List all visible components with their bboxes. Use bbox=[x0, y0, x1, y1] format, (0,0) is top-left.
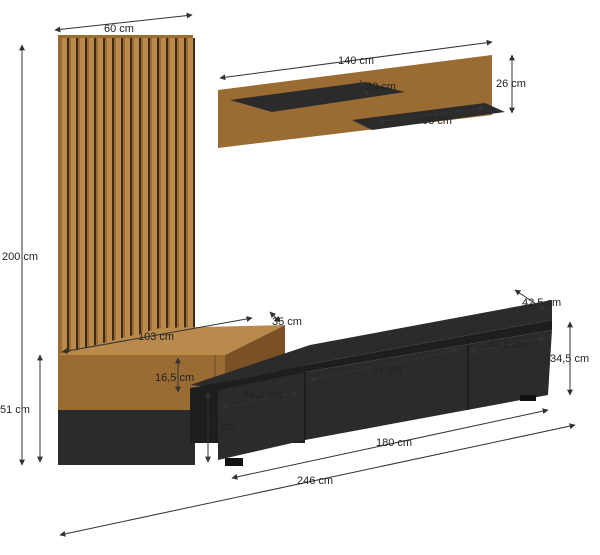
label-lowboard-depth: 42,5 cm bbox=[522, 297, 561, 309]
wood-slat bbox=[161, 38, 166, 362]
wood-slat bbox=[62, 38, 67, 362]
label-lowboard-total-height: 34,5 cm bbox=[550, 353, 589, 365]
label-panel-height: 200 cm bbox=[2, 251, 38, 263]
slat-gap bbox=[193, 38, 195, 362]
label-lowboard-right-door-width: 44,2 cm bbox=[488, 339, 527, 351]
slat-gap bbox=[184, 38, 186, 362]
slat-gap bbox=[166, 38, 168, 362]
upper-shelf bbox=[230, 82, 405, 112]
wall-shelf-board bbox=[218, 55, 505, 148]
label-total-width: 246 cm bbox=[297, 475, 333, 487]
wood-slat bbox=[170, 38, 175, 362]
slat-gap bbox=[121, 38, 123, 362]
label-cabinet-width: 103 cm bbox=[138, 331, 174, 343]
slat-gap bbox=[157, 38, 159, 362]
label-lowboard-middle-width: 91 cm bbox=[372, 364, 402, 376]
dimension-lines bbox=[19, 12, 576, 537]
wood-slat bbox=[179, 38, 184, 362]
slat-gap bbox=[112, 38, 114, 362]
label-shelf-width: 68 cm bbox=[422, 115, 452, 127]
wood-slat bbox=[125, 38, 130, 362]
wood-slat bbox=[107, 38, 112, 362]
slat-gap bbox=[94, 38, 96, 362]
slat-gap bbox=[103, 38, 105, 362]
wood-slat bbox=[188, 38, 193, 362]
slat-gap bbox=[139, 38, 141, 362]
wood-slat bbox=[116, 38, 121, 362]
label-cabinet-front-height: 16,5 cm bbox=[155, 372, 194, 384]
wood-slat bbox=[143, 38, 148, 362]
slat-gap bbox=[85, 38, 87, 362]
wood-slat bbox=[89, 38, 94, 362]
wood-slat bbox=[152, 38, 157, 362]
wood-slat bbox=[71, 38, 76, 362]
label-lowboard-height: 30 cm bbox=[206, 421, 236, 433]
label-shelf-board-height: 26 cm bbox=[496, 78, 526, 90]
dimension-labels: 60 cm 200 cm 140 cm 26 cm 20 cm 68 cm 10… bbox=[0, 23, 589, 487]
label-cabinet-mount-height: 51 cm bbox=[0, 404, 30, 416]
label-panel-width: 60 cm bbox=[104, 23, 134, 35]
slat-gap bbox=[148, 38, 150, 362]
label-shelf-board-width: 140 cm bbox=[338, 55, 374, 67]
slatted-wall-panel bbox=[58, 35, 195, 365]
label-cabinet-depth: 35 cm bbox=[272, 316, 302, 328]
label-shelf-depth: 20 cm bbox=[366, 81, 396, 93]
wood-slat bbox=[134, 38, 139, 362]
slat-gap bbox=[175, 38, 177, 362]
wood-slat bbox=[80, 38, 85, 362]
slat-gap bbox=[76, 38, 78, 362]
slat-gap bbox=[67, 38, 69, 362]
label-lowboard-door-width: 44,2 cm bbox=[243, 389, 282, 401]
wood-slat bbox=[98, 38, 103, 362]
label-lowboard-width: 180 cm bbox=[376, 437, 412, 449]
slat-gap bbox=[130, 38, 132, 362]
